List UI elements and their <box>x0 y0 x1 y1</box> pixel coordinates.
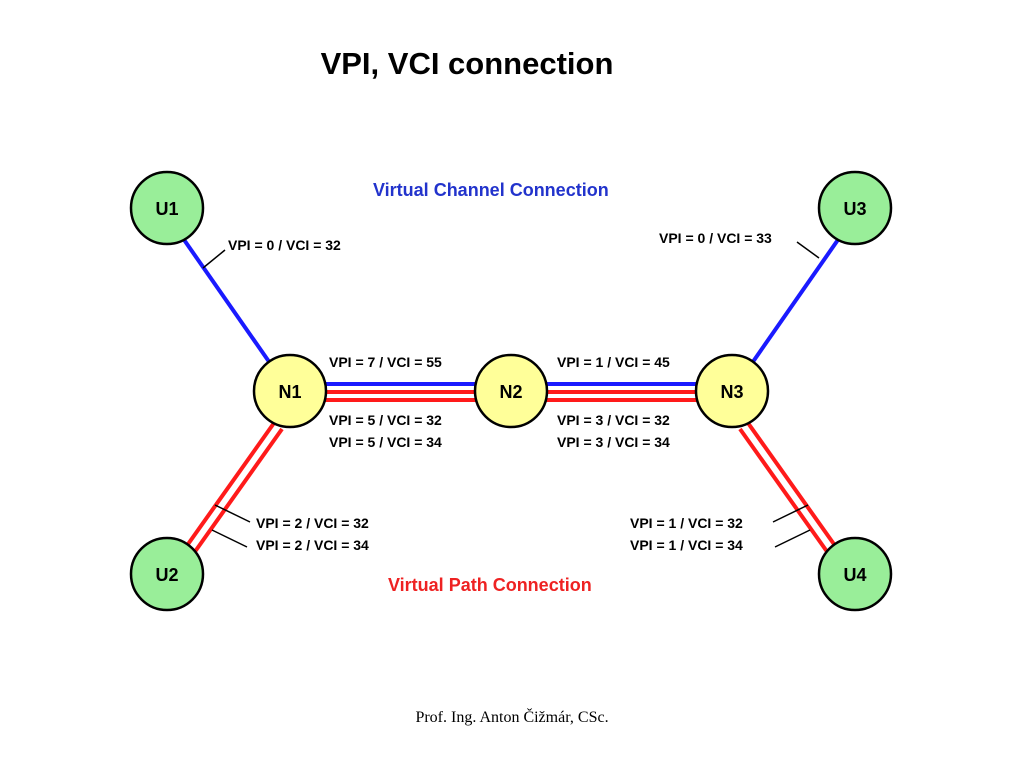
trunk-n2-n3 <box>540 382 700 402</box>
node-u3: U3 <box>817 170 893 246</box>
tick-u2-a <box>214 504 251 523</box>
node-n3-label: N3 <box>720 382 743 402</box>
trunk-n1-n2 <box>320 382 480 402</box>
label-n1-n2-vpc-2: VPI = 5 / VCI = 34 <box>329 434 442 450</box>
label-u1-n1: VPI = 0 / VCI = 32 <box>228 237 341 253</box>
label-u4-n3-2: VPI = 1 / VCI = 34 <box>630 537 743 553</box>
label-u2-n1-1: VPI = 2 / VCI = 32 <box>256 515 369 531</box>
node-u1: U1 <box>129 170 205 246</box>
tick-u2-b <box>211 529 248 548</box>
node-u4: U4 <box>817 536 893 612</box>
tick-u4-b <box>774 529 811 548</box>
link-u1-n1 <box>178 232 274 368</box>
tick-u4-a <box>772 504 809 523</box>
label-n1-n2-vpc-1: VPI = 5 / VCI = 32 <box>329 412 442 428</box>
node-n2: N2 <box>473 353 549 429</box>
label-n2-n3-vcc: VPI = 1 / VCI = 45 <box>557 354 670 370</box>
node-n1: N1 <box>252 353 328 429</box>
tick-u3 <box>796 241 820 259</box>
label-n2-n3-vpc-2: VPI = 3 / VCI = 34 <box>557 434 670 450</box>
node-u2: U2 <box>129 536 205 612</box>
link-u4-n3 <box>738 421 838 555</box>
label-u4-n3-1: VPI = 1 / VCI = 32 <box>630 515 743 531</box>
vcc-heading: Virtual Channel Connection <box>373 180 609 200</box>
label-n2-n3-vpc-1: VPI = 3 / VCI = 32 <box>557 412 670 428</box>
node-n1-label: N1 <box>278 382 301 402</box>
link-u3-n3 <box>748 232 844 368</box>
vpc-heading: Virtual Path Connection <box>388 575 592 595</box>
label-n1-n2-vcc: VPI = 7 / VCI = 55 <box>329 354 442 370</box>
node-n2-label: N2 <box>499 382 522 402</box>
node-u3-label: U3 <box>843 199 866 219</box>
tick-u1 <box>202 249 226 269</box>
node-u4-label: U4 <box>843 565 866 585</box>
label-u3-n3: VPI = 0 / VCI = 33 <box>659 230 772 246</box>
node-u1-label: U1 <box>155 199 178 219</box>
node-u2-label: U2 <box>155 565 178 585</box>
link-u2-n1 <box>184 421 284 555</box>
footer-author: Prof. Ing. Anton Čižmár, CSc. <box>415 709 609 726</box>
label-u2-n1-2: VPI = 2 / VCI = 34 <box>256 537 369 553</box>
page-title: VPI, VCI connection <box>320 46 614 81</box>
node-n3: N3 <box>694 353 770 429</box>
